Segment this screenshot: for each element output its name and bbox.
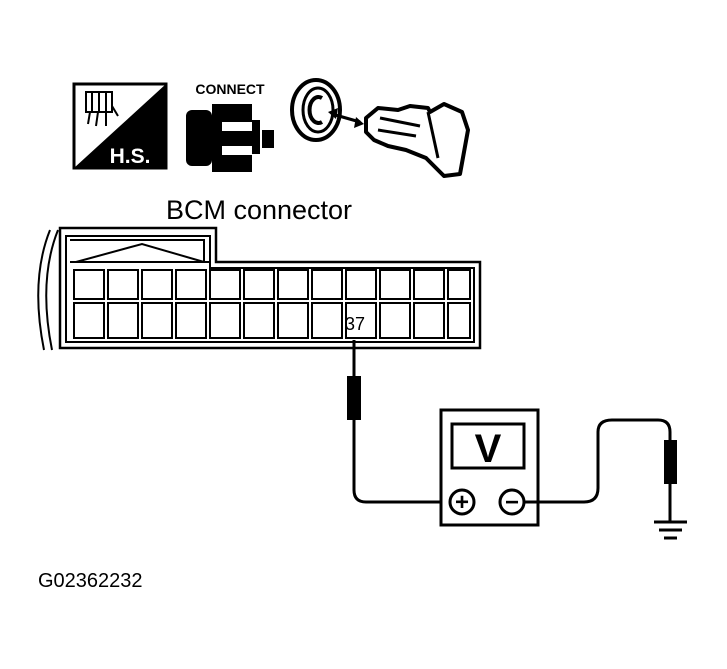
ground-icon [654,520,687,540]
connect-icon: CONNECT [186,81,274,172]
voltmeter-symbol: V [475,427,502,471]
connect-label: CONNECT [195,81,265,97]
minus-symbol: − [505,489,519,516]
figure-code: G02362232 [38,570,143,592]
harness-side-label: H.S. [110,145,151,168]
connector-title: BCM connector [166,195,352,225]
negative-probe-lead [524,418,677,522]
positive-probe-lead [347,340,448,504]
positive-terminal-icon [448,488,476,516]
plus-symbol: + [455,489,469,516]
terminal-cavities [73,269,471,339]
voltmeter: V + − [439,408,540,527]
bcm-connector: 37 [37,226,482,351]
terminal-37-cavity [345,302,377,339]
terminal-37-label: 37 [345,314,365,334]
harness-side-icon: H.S. [72,82,168,170]
connector-pictogram-icon [85,91,119,127]
ignition-key-icon [290,78,470,178]
